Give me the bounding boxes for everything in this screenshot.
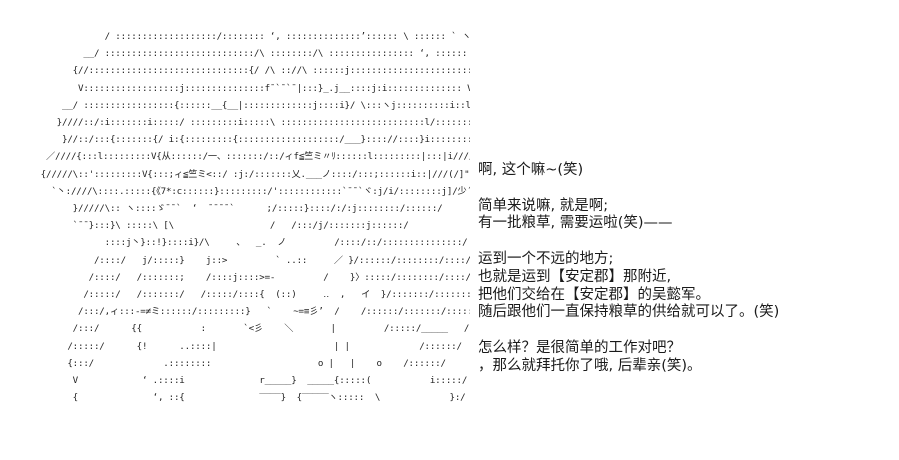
art-line: {/////\::':::::::::V{:::;ィ≦竺ミ<::/ :j:/::… [30, 168, 470, 180]
dialogue-line: 也就是运到【安定郡】那附近, [478, 268, 672, 285]
art-line: V::::::::::::::::::j:::::::::::::::f¯`¯`… [77, 82, 470, 94]
dialogue-gap [478, 233, 893, 251]
ascii-art-illustration: / :::::::::::::::::::/:::::::: ‘, ::::::… [30, 28, 470, 438]
art-line: __/ ::::::::::::::::::::::::::::/\ :::::… [83, 48, 468, 60]
art-line: /:::/ {{ : `<彡 ＼ | /:::::/_____ / ＼ [30, 323, 470, 335]
art-line: { ‘, ::{ ‾‾‾‾} {‾‾‾‾‾ヽ::::: \ }:/ } } [72, 392, 466, 404]
dialogue-line: 把他们交给在【安定郡】的吴懿军。 [478, 286, 710, 303]
dialogue-line: 有一批粮草, 需要运啦(笑)—— [478, 215, 673, 232]
dialogue-line: 啊, 这个嘛~(笑) [478, 162, 584, 178]
art-line: {//::::::::::::::::::::::::::::::{/ /\ :… [72, 65, 470, 77]
dialogue-line: ，那么就拜托你了哦, 后辈亲(笑)。 [478, 357, 702, 374]
dialogue-text: 啊, 这个嘛~(笑) 简单来说嘛, 就是啊;有一批粮草, 需要运啦(笑)—— 运到一… [478, 162, 893, 376]
art-line: }/////\:: ヽ::::ゞ¯¯` ‘ ¯¯¯¯` ;/:::::}::::… [30, 203, 443, 215]
art-line: /::::/ j/:::::} j::> ` ..:: ／ }/::::::/:… [30, 254, 470, 266]
art-line: / :::::::::::::::::::/:::::::: ‘, ::::::… [30, 31, 470, 42]
art-line: }////::/:i:::::::i:::::/ :::::::::i:::::… [56, 117, 470, 129]
art-line: `¯¯}:::}\ :::::\ [\ / /:::/j/:::::::j:::… [30, 220, 409, 232]
dialogue-line: 怎么样？是很简单的工作对吧？ [478, 339, 681, 356]
dialogue-line: 简单来说嘛, 就是啊; [478, 197, 609, 214]
dialogue-line: 随后跟他们一直保持粮草的供给就可以了。(笑) [478, 304, 780, 321]
art-line: }//::/:::{:::::::{/ i:{:::::::::{:::::::… [61, 134, 470, 146]
art-line: `丶:////\::::.:::::{《7*:c::::::}:::::::::… [30, 185, 470, 197]
art-line: /:::::/ {! ..::::| | | /::::::/ | ‘, [67, 340, 462, 352]
art-line: {:::/ .:::::::: o | | o /::::::/ ‘. / ‘. [67, 357, 446, 369]
art-line: ::::j丶}::!}::::i}/\ 、 _. ノ /::::/::/::::… [30, 237, 468, 249]
art-line: /:::/,ィ:::-=≠ミ::::::/:::::::::} ` ~=≡彡’ … [77, 306, 470, 318]
art-line: /::::/ /:::::::; /::::j::::>=- / }〉:::::… [30, 271, 470, 283]
dialogue-line: 运到一个不远的地方; [478, 250, 614, 267]
art-line: __/ :::::::::::::::::{::::::__{__|::::::… [61, 99, 470, 111]
dialogue-gap [478, 180, 893, 198]
art-line: V ‘ .::::i r_____} _____{:::::( i:::::/ … [72, 375, 468, 387]
art-line: /:::::/ /:::::::/ /:::::/::::{ (::) ‥ , … [83, 289, 470, 301]
art-line: ／////{:::l:::::::::V{从::::::/一、:::::::/:… [30, 151, 470, 163]
dialogue-gap [478, 322, 893, 340]
